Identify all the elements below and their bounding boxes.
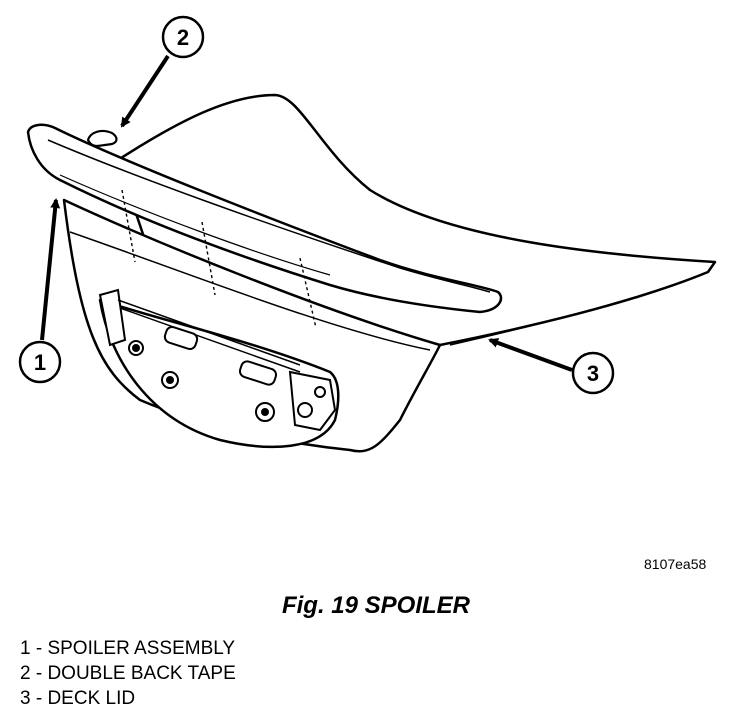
legend-list: 1 - SPOILER ASSEMBLY 2 - DOUBLE BACK TAP… bbox=[20, 636, 236, 711]
legend-item: 2 - DOUBLE BACK TAPE bbox=[20, 663, 236, 684]
figure-caption: Fig. 19 SPOILER bbox=[281, 592, 471, 619]
spoiler-illustration: 1 2 3 bbox=[18, 15, 717, 453]
legend-item: 3 - DECK LID bbox=[20, 688, 136, 709]
figure-reference-code: 8107ea58 bbox=[644, 556, 707, 572]
callout-3: 3 bbox=[571, 351, 615, 395]
callout-leaders bbox=[40, 54, 573, 372]
callout-3-label: 3 bbox=[587, 361, 599, 386]
double-back-tape bbox=[86, 129, 118, 148]
spoiler-assembly bbox=[26, 123, 503, 314]
mounting-guide-lines bbox=[121, 189, 317, 329]
callout-2: 2 bbox=[161, 15, 205, 59]
deck-lid-details bbox=[98, 288, 337, 432]
legend-item: 1 - SPOILER ASSEMBLY bbox=[20, 638, 236, 659]
callout-2-label: 2 bbox=[177, 25, 189, 50]
deck-lid bbox=[62, 93, 717, 453]
callout-1: 1 bbox=[18, 340, 62, 384]
callout-1-label: 1 bbox=[34, 350, 46, 375]
